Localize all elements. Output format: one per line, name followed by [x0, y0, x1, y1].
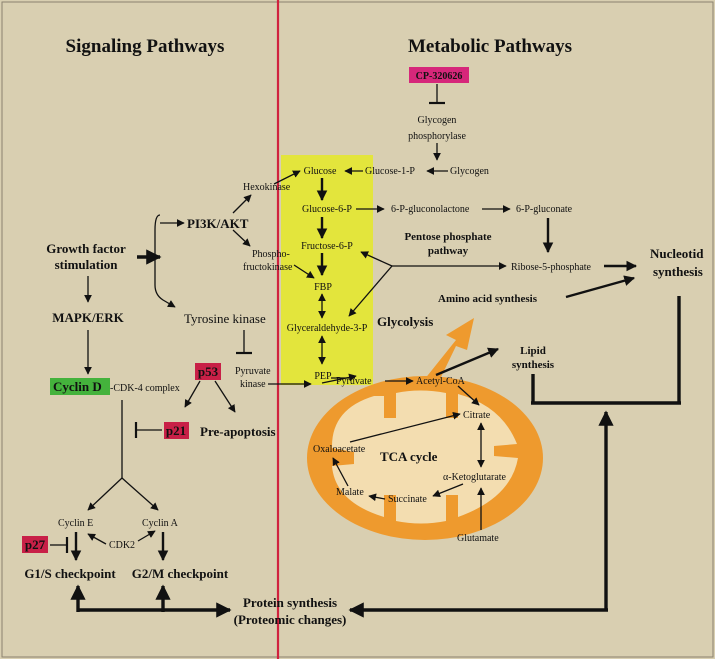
glycolysis-label: Glycolysis: [377, 314, 433, 329]
cdk2: CDK2: [109, 540, 135, 551]
p21-box: [164, 422, 189, 439]
phosphofructokinase-2: fructokinase: [243, 262, 293, 273]
citrate: Citrate: [463, 410, 491, 421]
signaling-title: Signaling Pathways: [66, 36, 225, 57]
cdk4-complex: -CDK-4 complex: [110, 383, 180, 394]
ppp-label-1: Pentose phosphate: [404, 231, 491, 243]
p27: p27: [25, 537, 46, 552]
glutamate: Glutamate: [457, 533, 499, 544]
p27-box: [22, 536, 48, 553]
pyruvate-kinase-2: kinase: [240, 379, 266, 390]
cp320626-box: [409, 67, 469, 83]
nucleotide-synthesis-2: synthesis: [653, 264, 703, 279]
amino-acid-synthesis: Amino acid synthesis: [438, 293, 538, 305]
protein-synthesis-2: (Proteomic changes): [234, 612, 347, 627]
p53: p53: [198, 364, 219, 379]
gluconate: 6-P-gluconate: [516, 204, 573, 215]
phosphofructokinase-1: Phospho-: [252, 249, 290, 260]
cyclin-a: Cyclin A: [142, 518, 179, 529]
ribose-5-phosphate: Ribose-5-phosphate: [511, 262, 592, 273]
malate: Malate: [336, 487, 364, 498]
cyclin-e: Cyclin E: [58, 518, 93, 529]
glucose-6p: Glucose-6-P: [302, 204, 352, 215]
gluconolactone: 6-P-gluconolactone: [391, 204, 470, 215]
growth-factor-2: stimulation: [55, 257, 119, 272]
pep: PEP: [314, 371, 332, 382]
glycogen-phosphorylase-1: Glycogen: [418, 115, 457, 126]
tca-cycle-label: TCA cycle: [380, 449, 438, 464]
p21: p21: [166, 423, 186, 438]
lipid-synthesis-2: synthesis: [512, 359, 555, 371]
hexokinase: Hexokinase: [243, 182, 291, 193]
nucleotide-synthesis-1: Nucleotid: [650, 246, 704, 261]
cp320626-label: CP-320626: [416, 71, 463, 82]
fbp: FBP: [314, 282, 332, 293]
succinate: Succinate: [388, 494, 427, 505]
pre-apoptosis: Pre-apoptosis: [200, 424, 276, 439]
acetyl-coa: Acetyl-CoA: [416, 376, 466, 387]
mitochondrion: Pyruvate Acetyl-CoA Citrate Oxaloacetate…: [307, 376, 543, 540]
pyruvate: Pyruvate: [336, 376, 372, 387]
glucose-1p: Glucose-1-P: [365, 166, 415, 177]
p53-box: [195, 363, 221, 380]
oxaloacetate: Oxaloacetate: [313, 444, 366, 455]
pi3k-akt: PI3K/AKT: [187, 216, 249, 231]
protein-synthesis-1: Protein synthesis: [243, 595, 337, 610]
glycogen-phosphorylase-2: phosphorylase: [408, 131, 466, 142]
metabolic-title: Metabolic Pathways: [408, 36, 572, 57]
cyclin-d-box: [50, 378, 110, 395]
mapk-erk: MAPK/ERK: [52, 310, 124, 325]
lipid-synthesis-1: Lipid: [520, 345, 546, 357]
alpha-ketoglutarate: α-Ketoglutarate: [443, 472, 507, 483]
glyceraldehyde-3p: Glyceraldehyde-3-P: [287, 323, 368, 334]
g1s-checkpoint: G1/S checkpoint: [24, 566, 116, 581]
mitochondrion-inner: [331, 390, 518, 524]
g2m-checkpoint: G2/M checkpoint: [132, 566, 229, 581]
ppp-label-2: pathway: [428, 245, 469, 257]
glycolysis-box: [281, 155, 373, 385]
glycogen: Glycogen: [450, 166, 489, 177]
growth-factor-1: Growth factor: [46, 241, 126, 256]
tyrosine-kinase: Tyrosine kinase: [184, 311, 266, 326]
cyclin-d: Cyclin D: [53, 379, 102, 394]
glucose: Glucose: [304, 166, 337, 177]
fructose-6p: Fructose-6-P: [301, 241, 353, 252]
pyruvate-kinase-1: Pyruvate: [235, 366, 271, 377]
